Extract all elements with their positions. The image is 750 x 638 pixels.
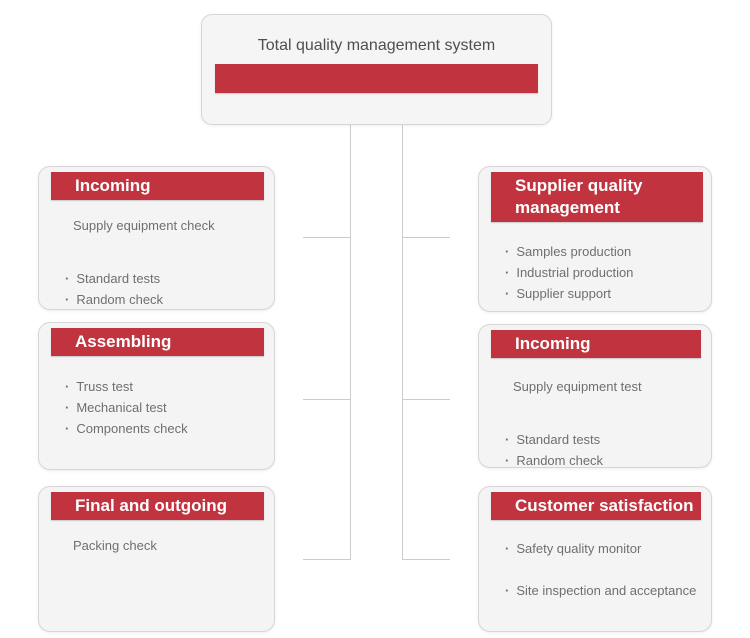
node-header-bar: Incoming <box>491 330 701 358</box>
node-intro: Supply equipment check <box>73 218 215 233</box>
connector-stub-right-3 <box>402 559 450 560</box>
bullet-list: Standard tests Random check <box>65 268 264 310</box>
connector-stub-left-1 <box>303 237 351 238</box>
connector-stub-right-1 <box>402 237 450 238</box>
bullet-item: Random check <box>505 450 701 471</box>
node-assembling: Assembling Truss test Mechanical test Co… <box>38 322 275 470</box>
node-supplier-quality-management: Supplier quality management Samples prod… <box>478 166 712 312</box>
bullet-item: Safety quality monitor <box>505 538 701 559</box>
bullet-item: Standard tests <box>65 268 264 289</box>
bullet-item: Random check <box>65 289 264 310</box>
bullet-item: Site inspection and acceptance <box>505 580 701 601</box>
connector-trunk-left <box>350 125 351 560</box>
root-title: Total quality management system <box>257 37 496 54</box>
bullet-list: Standard tests Random check <box>505 429 701 471</box>
node-header-bar: Supplier quality management <box>491 172 703 222</box>
node-total-quality-management: Total quality management system <box>201 14 552 125</box>
node-header-bar: Incoming <box>51 172 264 200</box>
bullet-item: Supplier support <box>505 283 701 304</box>
node-header-bar: Assembling <box>51 328 264 356</box>
bullet-item: Components check <box>65 418 264 439</box>
node-incoming-right: Incoming Supply equipment test Standard … <box>478 324 712 468</box>
node-incoming-left: Incoming Supply equipment check Standard… <box>38 166 275 310</box>
node-header-bar: Customer satisfaction <box>491 492 701 520</box>
bullet-item: Mechanical test <box>65 397 264 418</box>
bullet-list: Truss test Mechanical test Components ch… <box>65 376 264 439</box>
bullet-list: Safety quality monitor Site inspection a… <box>505 538 701 601</box>
bullet-item: Truss test <box>65 376 264 397</box>
node-intro: Supply equipment test <box>513 379 642 394</box>
node-header-bar: Final and outgoing <box>51 492 264 520</box>
bullet-item: Standard tests <box>505 429 701 450</box>
bullet-item: Industrial production <box>505 262 701 283</box>
node-final-and-outgoing: Final and outgoing Packing check <box>38 486 275 632</box>
connector-trunk-right <box>402 125 403 560</box>
connector-stub-right-2 <box>402 399 450 400</box>
connector-stub-left-2 <box>303 399 351 400</box>
connector-stub-left-3 <box>303 559 351 560</box>
bullet-list: Samples production Industrial production… <box>505 241 701 304</box>
bullet-item: Samples production <box>505 241 701 262</box>
node-intro: Packing check <box>73 538 157 553</box>
root-red-bar <box>215 64 538 93</box>
node-customer-satisfaction: Customer satisfaction Safety quality mon… <box>478 486 712 632</box>
